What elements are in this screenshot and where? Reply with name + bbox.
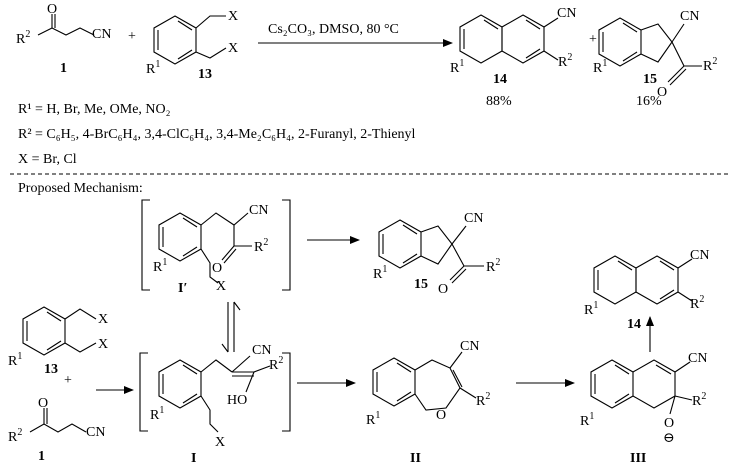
i-prime-oxygen: O [212, 261, 222, 276]
ii-oxygen: O [436, 408, 446, 423]
product-14-yield: 88% [486, 94, 512, 109]
product-15-yield: 16% [636, 94, 662, 109]
ii-r1: R1 [366, 410, 380, 428]
mech-13-r1: R1 [8, 351, 22, 369]
mechanism-reagent-13: X X R1 13 [8, 306, 108, 377]
i-prime-x: X [216, 279, 226, 294]
mech-14-r1: R1 [584, 300, 598, 318]
mech-14-cn: CN [690, 248, 709, 263]
product-14-r1: R1 [450, 58, 464, 76]
product-15-cn: CN [680, 9, 699, 24]
reagent-1: O R2 CN 1 [16, 2, 111, 76]
mech-14-r2: R2 [690, 294, 704, 312]
i-label: I [191, 451, 196, 465]
mech-1-number: 1 [38, 449, 45, 464]
reagent-1-cn: CN [92, 27, 111, 42]
mech-14-number: 14 [627, 317, 641, 332]
reagent-1-oxygen: O [47, 2, 57, 17]
equilibrium-arrows [221, 301, 241, 353]
i-cn: CN [252, 343, 271, 358]
plus-sign: + [128, 29, 136, 44]
product-15-r2: R2 [703, 56, 717, 74]
r2-definition: R² = C₆H₅, 4-BrC₆H₄, 3,4-ClC₆H₄, 3,4-Me₂… [18, 127, 416, 142]
iii-cn: CN [688, 351, 707, 366]
i-ho: HO [227, 393, 247, 408]
mechanism-title: Proposed Mechanism: [18, 181, 143, 196]
i-prime-r2: R2 [254, 237, 268, 255]
r1-definition: R¹ = H, Br, Me, OMe, NO₂ [18, 102, 171, 117]
mech-1-oxygen: O [38, 396, 48, 411]
ii-r2: R2 [476, 391, 490, 409]
reagent-1-number: 1 [60, 61, 67, 76]
i-r1: R1 [150, 405, 164, 423]
product-15-number: 15 [643, 72, 657, 87]
mechanism-product-15: CN O R2 R1 15 [373, 211, 500, 297]
mech-15-number: 15 [414, 277, 428, 292]
mech-13-x-top: X [98, 312, 108, 327]
product-14-r2: R2 [558, 52, 572, 70]
plus-sign-2: + [589, 32, 597, 47]
intermediate-i: CN HO R2 R1 X I [139, 343, 291, 465]
i-prime-label: I′ [178, 281, 187, 296]
iii-charge: ⊖ [663, 431, 675, 446]
i-prime-r1: R1 [153, 257, 167, 275]
reagent-13-x-bottom: X [228, 41, 238, 56]
product-14: CN R2 R1 14 88% [450, 6, 576, 109]
iii-r2: R2 [692, 391, 706, 409]
x-definition: X = Br, Cl [18, 152, 77, 167]
product-15: CN O R2 R1 15 16% [593, 9, 717, 109]
product-15-oxygen: O [657, 85, 667, 100]
intermediate-i-prime: CN O R2 R1 X I′ [141, 199, 291, 296]
top-reaction-arrow: Cs₂CO₃, DMSO, 80 °C [258, 22, 453, 47]
iii-label: III [630, 451, 646, 465]
reagent-13: X X R1 13 [146, 9, 238, 82]
mechanism-reagent-1: O R2 CN 1 [8, 396, 105, 464]
mech-13-number: 13 [44, 362, 58, 377]
ii-cn: CN [460, 339, 479, 354]
mech-1-r2: R2 [8, 427, 22, 445]
mech-15-r2: R2 [486, 257, 500, 275]
i-r2: R2 [269, 355, 283, 373]
mechanism-plus-sign: + [64, 373, 72, 388]
reagent-13-r1: R1 [146, 59, 160, 77]
product-14-cn: CN [557, 6, 576, 21]
i-prime-cn: CN [249, 203, 268, 218]
product-15-r1: R1 [593, 58, 607, 76]
i-x: X [215, 435, 225, 450]
iii-r1: R1 [580, 411, 594, 429]
mech-15-oxygen: O [438, 282, 448, 297]
reagent-13-number: 13 [198, 67, 212, 82]
mechanism-product-14: CN R2 R1 14 [584, 248, 709, 332]
reagent-13-x-top: X [228, 9, 238, 24]
intermediate-ii: CN O R2 R1 II [366, 339, 490, 465]
ii-label: II [410, 451, 421, 465]
mech-13-x-bottom: X [98, 337, 108, 352]
reagent-1-r2: R2 [16, 29, 30, 47]
conditions-label: Cs₂CO₃, DMSO, 80 °C [268, 22, 399, 37]
product-14-number: 14 [493, 72, 507, 87]
iii-oxygen: O [664, 416, 674, 431]
mech-15-r1: R1 [373, 264, 387, 282]
mech-15-cn: CN [464, 211, 483, 226]
mech-1-cn: CN [86, 425, 105, 440]
intermediate-iii: CN R2 O ⊖ R1 III [580, 351, 707, 465]
